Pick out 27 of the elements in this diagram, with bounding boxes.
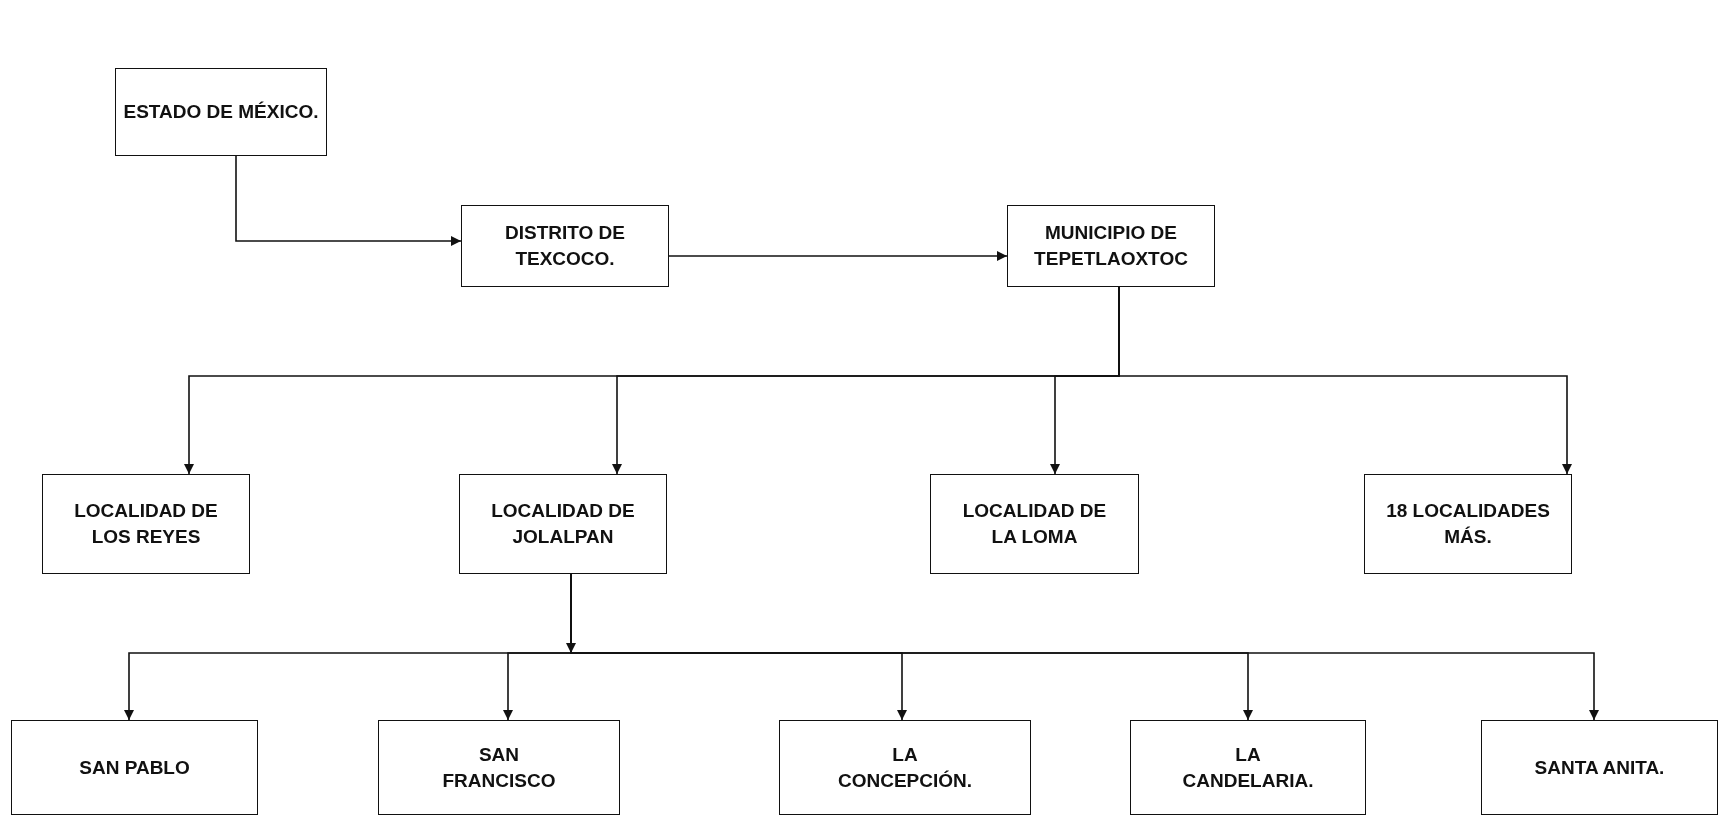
process-box	[1364, 474, 1572, 574]
process-box	[1130, 720, 1366, 815]
box-label: ESTADO DE MÉXICO.	[122, 100, 320, 125]
box-label: SANTA ANITA.	[1533, 755, 1666, 780]
process-box	[42, 474, 250, 574]
arrow	[668, 251, 1008, 261]
process-box	[930, 474, 1139, 574]
box-label: LOCALIDAD DE JOLALPAN	[490, 499, 636, 549]
process-box	[461, 205, 669, 287]
box-label: SAN FRANCISCO	[441, 742, 557, 793]
box-label: DISTRITO DE TEXCOCO.	[504, 221, 626, 271]
arrow	[566, 573, 576, 654]
box-label: LOCALIDAD DE LOS REYES	[73, 499, 219, 549]
process-box	[1481, 720, 1718, 815]
box-label: 18 LOCALIDADES MÁS.	[1385, 499, 1551, 549]
process-box	[1007, 205, 1215, 287]
arrow	[235, 155, 462, 246]
process-box	[11, 720, 258, 815]
process-box	[779, 720, 1031, 815]
process-box	[115, 68, 327, 156]
box-label: LA CONCEPCIÓN.	[836, 742, 974, 793]
process-box	[378, 720, 620, 815]
process-box	[459, 474, 667, 574]
box-label: LA CANDELARIA.	[1181, 742, 1315, 793]
box-label: LOCALIDAD DE LA LOMA	[961, 499, 1108, 549]
box-label: MUNICIPIO DE TEPETLAOXTOC	[1033, 221, 1189, 271]
box-label: SAN PABLO	[78, 755, 191, 780]
